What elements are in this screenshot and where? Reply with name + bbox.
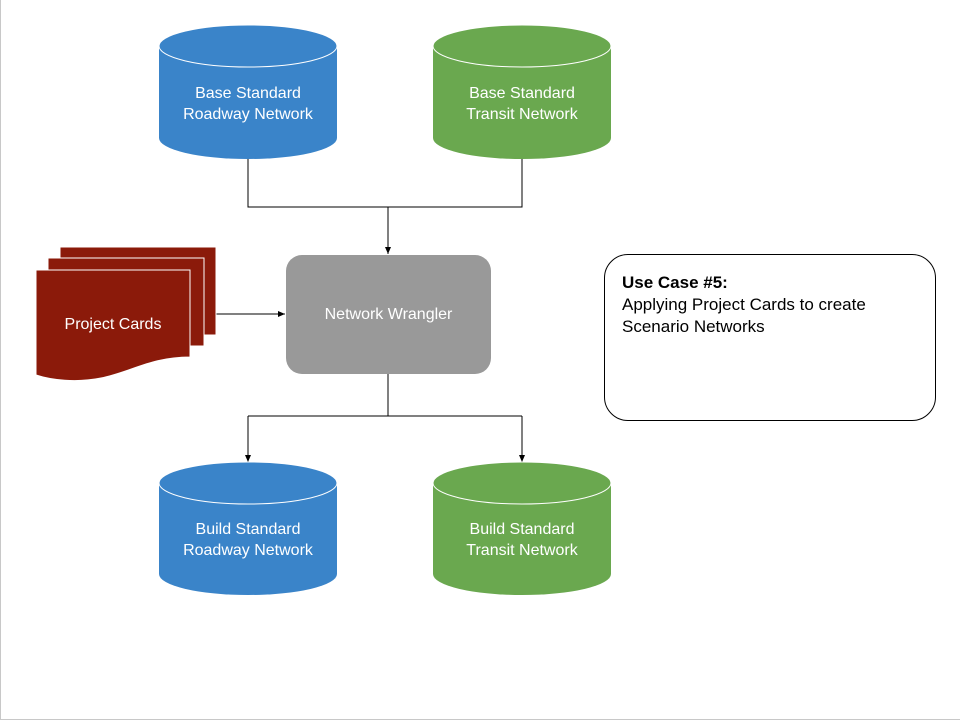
build-transit-label: Build Standard Transit Network [433, 508, 611, 572]
base-transit-cylinder [432, 24, 612, 159]
build-transit-line1: Build Standard [469, 521, 575, 538]
project-cards-text: Project Cards [64, 315, 162, 333]
use-case-description: Applying Project Cards to create Scenari… [622, 295, 866, 336]
project-cards-label: Project Cards [36, 304, 190, 344]
connector-base-to-wrangler [247, 159, 523, 254]
base-transit-label: Base Standard Transit Network [433, 72, 611, 136]
base-roadway-line1: Base Standard [195, 85, 301, 102]
connector-wrangler-to-build [245, 374, 525, 462]
use-case-title: Use Case #5: [622, 273, 728, 292]
build-transit-line2: Transit Network [466, 542, 578, 559]
base-roadway-cylinder [158, 24, 338, 159]
network-wrangler-text: Network Wrangler [324, 305, 453, 323]
network-wrangler-label: Network Wrangler [286, 294, 491, 334]
build-roadway-line1: Build Standard [195, 521, 301, 538]
use-case-callout: Use Case #5: Applying Project Cards to c… [604, 254, 936, 421]
project-cards-stack [35, 246, 217, 382]
build-roadway-cylinder [158, 461, 338, 595]
build-roadway-label: Build Standard Roadway Network [159, 508, 337, 572]
base-roadway-line2: Roadway Network [183, 106, 313, 123]
network-wrangler-box [286, 255, 491, 374]
base-roadway-label: Base Standard Roadway Network [159, 72, 337, 136]
build-roadway-line2: Roadway Network [183, 542, 313, 559]
base-transit-line2: Transit Network [466, 106, 578, 123]
build-transit-cylinder [432, 461, 612, 595]
base-transit-line1: Base Standard [469, 85, 575, 102]
